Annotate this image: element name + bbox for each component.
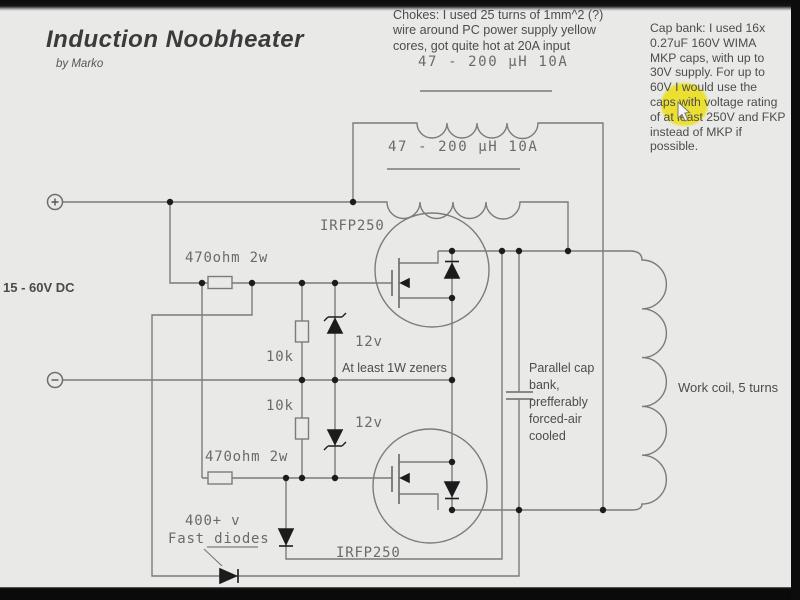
- resistor-10k-bottom-label: 10k: [266, 398, 294, 414]
- mosfet-top-label: IRFP250: [320, 218, 385, 234]
- mosfet-bottom-arrow-icon: [399, 472, 410, 484]
- resistor-470-top-label: 470ohm 2w: [185, 250, 268, 266]
- fast-diode-label-line2: Fast diodes: [168, 531, 270, 547]
- mosfet-top-circle: [374, 212, 490, 328]
- parallel-cap-note-line: Parallel cap: [529, 361, 595, 375]
- mosfet-bottom-circle: [372, 428, 488, 544]
- cap-note-line: possible.: [650, 139, 699, 154]
- mosfet-top-arrow-icon: [399, 277, 410, 289]
- letterbox-bottom: [0, 587, 800, 600]
- zener-top-label: 12v: [355, 334, 383, 350]
- cap-note-line: Cap bank: I used 16x: [650, 21, 766, 35]
- chokes-note: Chokes: I used 25 turns of 1mm^2 (?) wir…: [393, 8, 653, 54]
- letterbox-top: [0, 0, 800, 11]
- zener-bottom-icon: [326, 429, 344, 446]
- letterbox-right: [791, 0, 800, 600]
- work-coil-label: Work coil, 5 turns: [678, 380, 779, 395]
- body-diode-top-icon: [443, 262, 461, 279]
- cap-note-line: 60V I would use the: [650, 80, 758, 95]
- resistor-470-top: [207, 275, 233, 290]
- zener-note: At least 1W zeners: [342, 361, 447, 375]
- diode-symbols: [219, 260, 461, 585]
- supply-voltage-label: 15 - 60V DC: [3, 280, 75, 295]
- parallel-cap-note-line: prefferably: [529, 395, 588, 409]
- capacitor-symbol: [506, 391, 533, 400]
- byline: by Marko: [56, 58, 104, 70]
- resistors: [207, 275, 310, 485]
- page-title: Induction Noobheater: [46, 26, 304, 53]
- cap-note-line: MKP caps, with up to: [650, 50, 765, 65]
- terminals: [46, 193, 64, 389]
- chokes-note-line: cores, got quite hot at 20A input: [393, 38, 571, 53]
- resistor-10k-top-label: 10k: [266, 349, 294, 365]
- zener-bottom-label: 12v: [355, 415, 383, 431]
- mosfet-bottom-label: IRFP250: [336, 545, 401, 561]
- fast-diode-right-icon: [277, 528, 295, 546]
- cap-note-line: 0.27uF 160V WIMA: [650, 35, 757, 50]
- resistor-470-bottom-label: 470ohm 2w: [205, 449, 288, 465]
- parallel-cap-note-line: cooled: [529, 429, 566, 443]
- body-diode-bottom-icon: [443, 481, 461, 498]
- cap-note-line: caps with voltage rating: [650, 94, 778, 109]
- choke-label-mid: 47 - 200 µH 10A: [388, 139, 538, 155]
- wires: [63, 90, 668, 577]
- chokes-note-line: Chokes: I used 25 turns of 1mm^2 (?): [393, 8, 604, 22]
- fast-diode-left-icon: [219, 567, 238, 585]
- cap-note-line: of at least 250V and FKP: [650, 109, 786, 124]
- resistor-10k-bottom: [294, 417, 310, 440]
- mosfet-plates: [391, 258, 400, 504]
- resistor-10k-top: [294, 320, 310, 343]
- cap-bank-note: Cap bank: I used 16x 0.27uF 160V WIMA MK…: [650, 21, 792, 154]
- zener-top-icon: [326, 317, 344, 334]
- parallel-cap-note: Parallel cap bank, prefferably forced-ai…: [529, 360, 594, 445]
- choke-label-top: 47 - 200 µH 10A: [418, 54, 568, 70]
- cap-note-line: instead of MKP if: [650, 124, 742, 139]
- mouse-cursor-icon: [677, 101, 691, 122]
- chokes-note-line: wire around PC power supply yellow: [393, 23, 596, 38]
- parallel-cap-note-line: forced-air: [529, 412, 582, 426]
- resistor-470-bottom: [207, 471, 233, 485]
- fast-diode-label-line1: 400+ v: [185, 513, 240, 529]
- cap-note-line: 30V supply. For up to: [650, 65, 765, 80]
- parallel-cap-note-line: bank,: [529, 378, 560, 392]
- junction-dots: [166, 198, 607, 514]
